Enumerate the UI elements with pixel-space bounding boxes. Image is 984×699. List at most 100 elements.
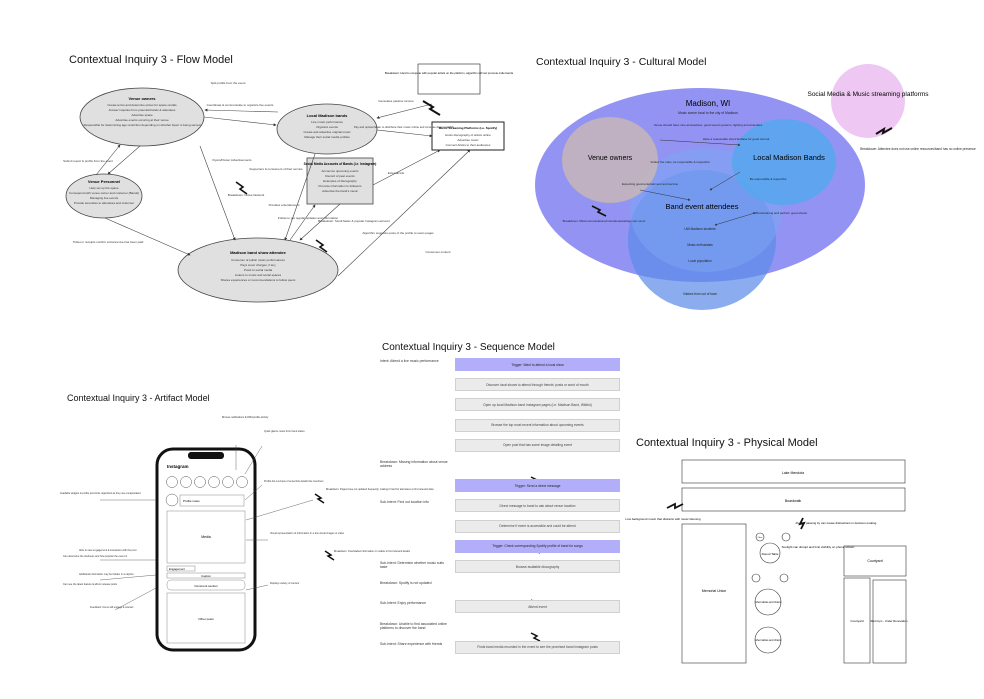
svg-text:Provide amenities to attendees: Provide amenities to attendees and custo… xyxy=(74,201,134,205)
artifact-note: Breakdown: Pages have not updated freque… xyxy=(326,488,434,491)
svg-text:Consumer of public music perfo: Consumer of public music performances xyxy=(231,258,285,262)
svg-text:Responsible for determining ag: Responsible for determining age restrict… xyxy=(84,123,201,127)
breakdown-bolt-icon xyxy=(591,205,607,217)
artifact-note: Can determine the liveliness and how pop… xyxy=(63,555,128,558)
artifact-model-title: Contextual Inquiry 3 - Artifact Model xyxy=(67,393,210,403)
cultural-madison-label: Madison, WI xyxy=(686,99,730,108)
sequence-step: Open up local Madison band Instagram pag… xyxy=(455,398,620,412)
cultural-model-title: Contextual Inquiry 3 - Cultural Model xyxy=(536,56,707,68)
streaming-label: Music Streaming Platforms (i.e. Spotify) xyxy=(439,126,497,130)
cultural-venue-label: Venue owners xyxy=(588,155,633,162)
svg-text:Help set up the space: Help set up the space xyxy=(89,186,118,190)
cultural-uw-students: UW-Madison students xyxy=(684,227,716,231)
artifact-engagement: Engagement xyxy=(169,567,185,571)
venue-owners-label: Venue owners xyxy=(129,96,157,101)
lake-area xyxy=(681,459,906,484)
svg-text:Pays cover charges, if any: Pays cover charges, if any xyxy=(240,263,276,267)
sequence-step: Attend event xyxy=(455,600,620,614)
svg-text:Create and advertise original: Create and advertise original music xyxy=(303,130,351,134)
artifact-notes: Browse notifications & DMs/profile activ… xyxy=(60,416,434,609)
cultural-social-label: Social Media & Music streaming platforms xyxy=(807,91,929,98)
sequence-side-note: Breakdown: Missing information about ven… xyxy=(380,460,448,468)
sequence-trigger: Trigger: Want to attend a local show xyxy=(455,358,620,371)
artifact-note: Quick glance notes from band status xyxy=(264,430,305,433)
physical-other-tables1: other tables and chairs xyxy=(755,600,782,604)
artifact-note: Able to view engagement & interaction wi… xyxy=(79,549,137,552)
physical-round-table: Round Table xyxy=(762,552,779,556)
cultural-social-breakdown: Breakdown: Attendee does not use online … xyxy=(860,147,976,151)
flow-provides-ent: Provides entertainment xyxy=(269,203,300,207)
cultural-madison-sub: Music scene local to the city of Madison xyxy=(678,111,738,115)
flow-generates-income: Generates passive income xyxy=(378,99,414,103)
social-media-region xyxy=(831,64,905,138)
sequence-step: Direct message to band to ask about venu… xyxy=(455,499,620,513)
svg-text:Advertise space: Advertise space xyxy=(131,113,153,117)
sequence-trigger: Trigger: Send a direct message xyxy=(455,479,620,493)
flow-pay-upload: Pay and upload faster to distribute thei… xyxy=(354,125,455,129)
sequence-side-note: Intent: Attend a live music performance xyxy=(380,359,439,363)
physical-model: Lake Mendota Boardwalk Memorial Union Co… xyxy=(625,459,908,664)
cultural-visitors: Visitors from out of town xyxy=(683,292,717,296)
sequence-step: Discover local shows to attend through f… xyxy=(455,378,620,392)
artifact-caption: Caption xyxy=(201,574,211,578)
sequence-step: Browse available discography xyxy=(455,560,620,573)
cultural-local-population: Local population xyxy=(688,259,711,263)
local-bands-label: Local Madison bands xyxy=(307,113,348,118)
physical-boardwalk: Boardwalk xyxy=(785,499,802,503)
physical-sunlight: Sunlight can disrupt and limit visibilit… xyxy=(782,545,855,549)
breakdown1-label: Breakdown: Hard to compete with popular … xyxy=(385,71,514,75)
svg-text:Organize events: Organize events xyxy=(316,125,338,129)
boardwalk-area xyxy=(681,487,906,512)
physical-courtyard: Courtyard xyxy=(867,559,882,563)
sequence-side-note: Sub-Intent: Share experience with friend… xyxy=(380,641,443,646)
svg-text:Answer inquiries from potentia: Answer inquiries from potential bands & … xyxy=(109,108,176,112)
artifact-note: Breakdown: Overloaded information or una… xyxy=(334,550,411,553)
flow-external-link: External link xyxy=(388,171,405,175)
cultural-be-entertaining: Be entertaining and perform good shows xyxy=(753,211,808,215)
artifact-profile-notes: Profile notes xyxy=(183,499,200,503)
physical-chair: Chair xyxy=(758,537,763,539)
flow-supporters: Supporters & consumers of their service xyxy=(249,167,303,171)
sequence-step: Browse the top most recent information a… xyxy=(455,418,620,432)
artifact-media: Media xyxy=(201,535,211,539)
flow-algorithm: Algorithm suggests posts of the profile … xyxy=(362,231,434,235)
artifact-note: Visual representation of information in … xyxy=(270,532,345,535)
breakdown-bolt-icon xyxy=(422,100,441,116)
artifact-note: Available widgets & profile post links o… xyxy=(60,492,141,495)
flow-tickets: Ticket or receipts confirm entrance fee … xyxy=(73,240,144,244)
artifact-note: Displays variety of content xyxy=(270,582,299,585)
red-gym-area xyxy=(872,579,907,664)
svg-text:Connect Artists to their audie: Connect Artists to their audiences xyxy=(446,143,491,147)
flow-follow: Follow to get regular updates and inform… xyxy=(278,216,339,220)
artifact-comment: Comment section xyxy=(194,584,218,588)
breakdown-bolt-icon xyxy=(324,550,335,561)
artifact-model: Instagram Profile notes Media Engagement… xyxy=(60,416,434,652)
physical-red-gym: Red Gym - Under Renovation xyxy=(871,619,908,623)
physical-people-passing: People passing by can cause distractions… xyxy=(796,521,877,525)
cultural-expecting: Expecting good entertainment and service xyxy=(622,182,678,186)
breakdown-bolt-icon xyxy=(314,493,325,504)
venue-personnel-node xyxy=(65,173,143,219)
cultural-bands-label: Local Madison Bands xyxy=(753,153,825,162)
flow-breakdown3: Breakdown: Scroll faster & popular Insta… xyxy=(318,219,390,223)
breakdown1-box xyxy=(417,63,481,95)
artifact-note: Can see the latest feature & album relea… xyxy=(63,583,118,586)
breakdown-bolt-icon xyxy=(875,126,893,135)
cultural-follow-rules: Follow the rules, be responsible & respe… xyxy=(651,160,710,164)
svg-text:Correspond with venue owner an: Correspond with venue owner and customer… xyxy=(69,191,139,195)
breakdown-bolt-icon xyxy=(235,181,248,195)
sequence-model-title: Contextual Inquiry 3 - Sequence Model xyxy=(382,342,555,353)
physical-model-title: Contextual Inquiry 3 - Physical Model xyxy=(636,437,818,449)
flow-flyers: Flyers/Poster Advertisements xyxy=(212,158,252,162)
flow-coordinate: Coordinate & communicate to organize liv… xyxy=(207,103,274,107)
svg-text:Live music performance: Live music performance xyxy=(311,120,343,124)
physical-lake: Lake Mendota xyxy=(782,471,804,475)
svg-text:Listens to music and social sp: Listens to music and social spaces xyxy=(235,273,282,277)
flow-submit-report: Submit report & profits from the event xyxy=(63,159,113,163)
flow-split-profits: Split profits from the event xyxy=(211,81,246,85)
artifact-note: Profile bio overview of ensemble details… xyxy=(264,480,324,483)
sequence-side-note: Sub-Intent: Determine whether music suit… xyxy=(380,561,444,569)
venue-owners-region xyxy=(561,116,659,204)
cultural-attendees-label: Band event attendees xyxy=(666,202,739,211)
svg-text:Advertise the band's music: Advertise the band's music xyxy=(322,189,358,193)
